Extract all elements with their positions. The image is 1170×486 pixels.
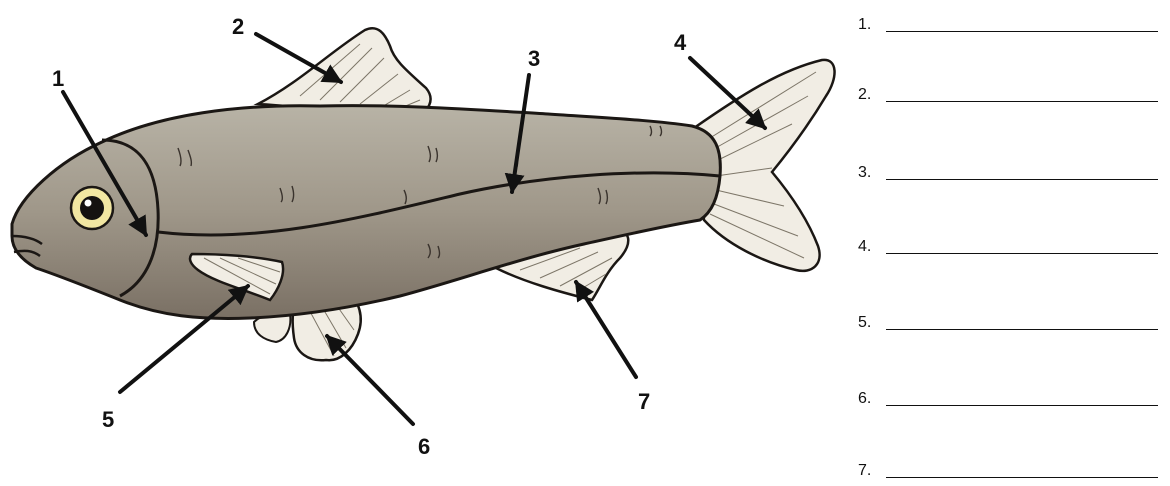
answer-number: 7. <box>858 462 871 480</box>
answer-blank-4[interactable] <box>886 253 1158 254</box>
answer-row-2: 2. <box>858 76 1158 106</box>
callout-3: 3 <box>528 46 540 71</box>
answer-number: 1. <box>858 16 871 34</box>
answer-row-1: 1. <box>858 6 1158 36</box>
answer-blank-2[interactable] <box>886 101 1158 102</box>
dorsal-fin <box>258 28 431 116</box>
answer-blank-5[interactable] <box>886 329 1158 330</box>
arrow-7 <box>576 282 636 377</box>
answer-number: 6. <box>858 390 871 408</box>
answer-number: 3. <box>858 164 871 182</box>
answer-number: 5. <box>858 314 871 332</box>
callout-7: 7 <box>638 389 650 414</box>
answer-row-7: 7. <box>858 452 1158 482</box>
callout-1: 1 <box>52 66 64 91</box>
answer-number: 4. <box>858 238 871 256</box>
arrow-6 <box>327 336 413 424</box>
callout-5: 5 <box>102 407 114 432</box>
answer-blank-3[interactable] <box>886 179 1158 180</box>
callout-6: 6 <box>418 434 430 459</box>
answer-blank-1[interactable] <box>886 31 1158 32</box>
callout-2: 2 <box>232 14 244 39</box>
answer-blank-7[interactable] <box>886 477 1158 478</box>
answer-blank-6[interactable] <box>886 405 1158 406</box>
answer-row-3: 3. <box>858 154 1158 184</box>
callout-4: 4 <box>674 30 687 55</box>
answer-number: 2. <box>858 86 871 104</box>
answer-row-5: 5. <box>858 304 1158 334</box>
answer-row-6: 6. <box>858 380 1158 410</box>
fish-eye <box>71 187 113 229</box>
fish-body <box>12 106 720 319</box>
answer-row-4: 4. <box>858 228 1158 258</box>
